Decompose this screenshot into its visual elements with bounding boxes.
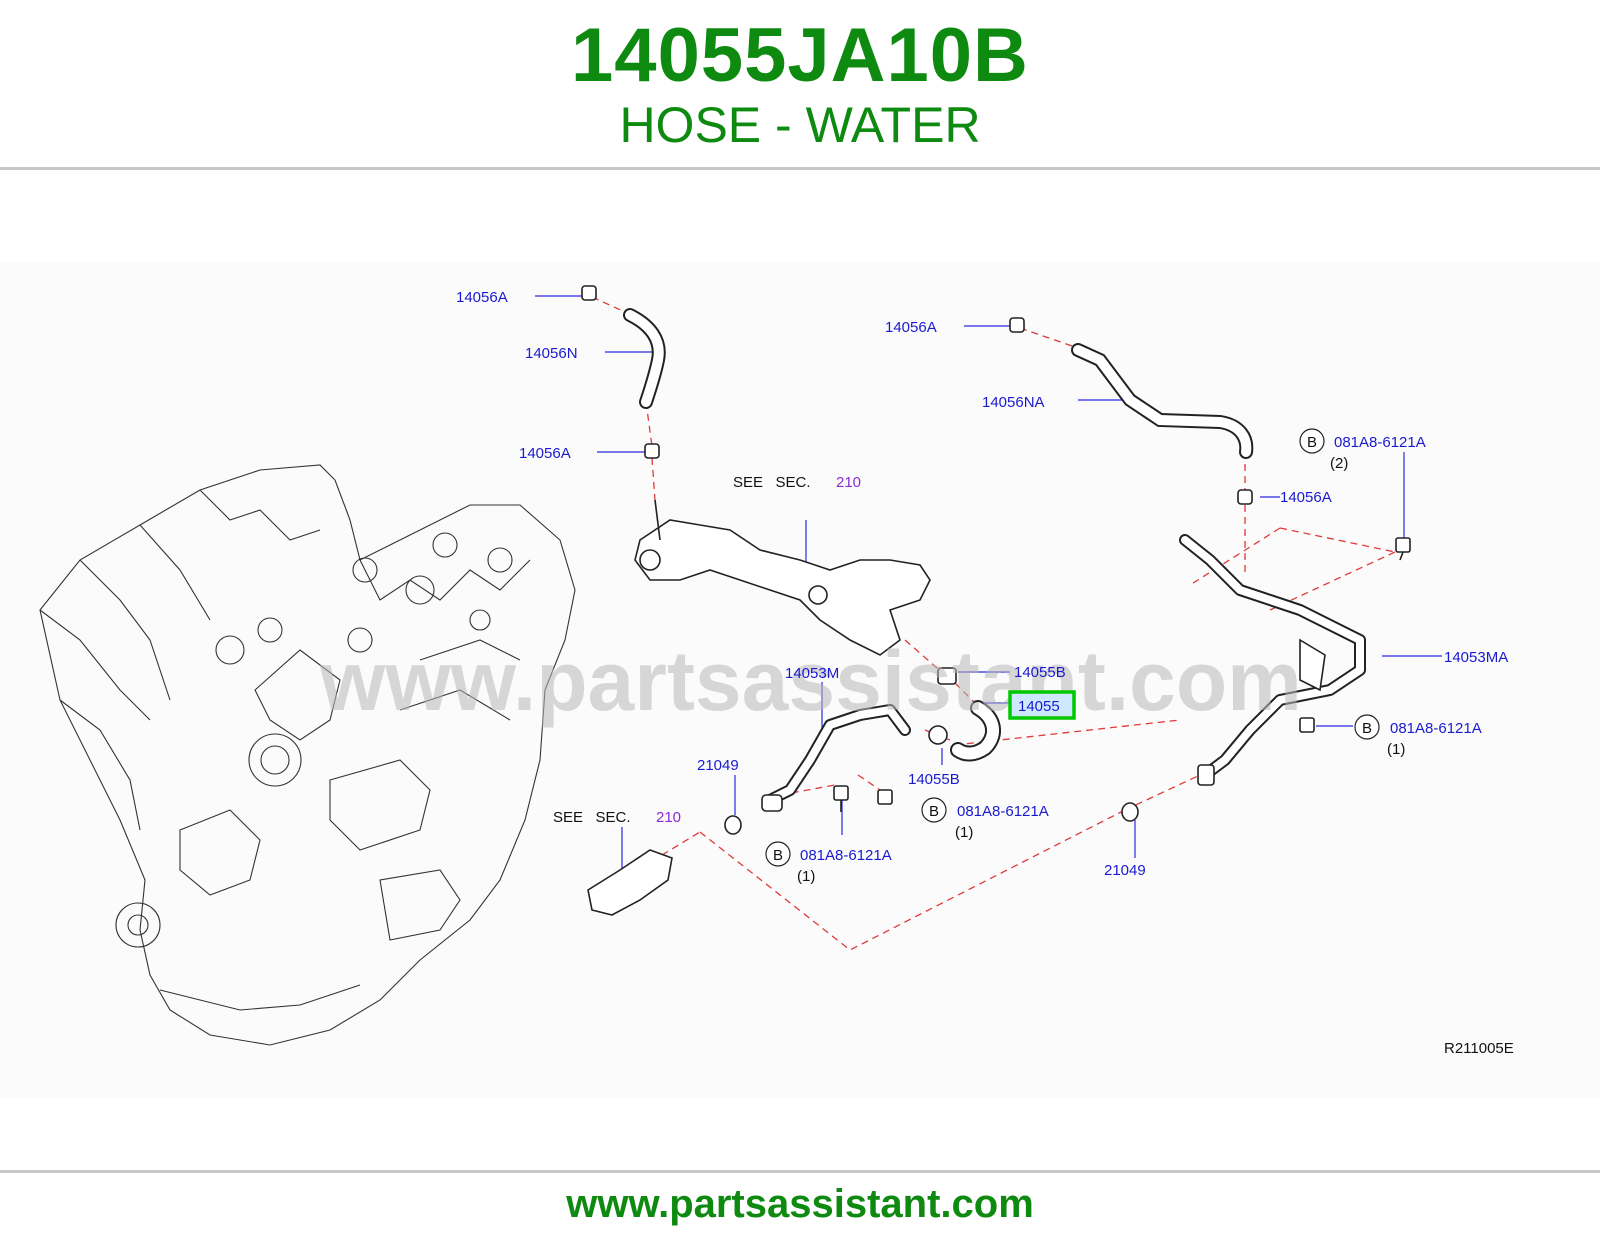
part-water-outlet-upper: [634, 499, 931, 656]
bolt-marker-center: B: [929, 803, 939, 820]
footer-url[interactable]: www.partsassistant.com: [566, 1182, 1034, 1226]
see-sec-upper: SEE SEC.: [733, 474, 811, 491]
part-pipe-14053m: [761, 704, 911, 812]
part-hose-14055: [950, 700, 1001, 762]
part-hose-14056n: [623, 308, 666, 409]
part-clamp-14056a-top-left: [581, 285, 597, 301]
label-14053ma: 14053MA: [1444, 649, 1508, 666]
bolt-marker-top-right: B: [1307, 434, 1317, 451]
part-hose-14056na: [1071, 343, 1254, 459]
label-081a8-center: 081A8-6121A: [957, 803, 1049, 820]
part-clamp-14056a-mid-right: [1237, 489, 1253, 505]
bolt-marker-circle-center: [921, 797, 947, 823]
label-21049-right: 21049: [1104, 862, 1146, 879]
label-21049-left: 21049: [697, 757, 739, 774]
label-14056na: 14056NA: [982, 394, 1045, 411]
label-14056a-mid-left: 14056A: [519, 445, 571, 462]
label-081a8-lower-left: 081A8-6121A: [800, 847, 892, 864]
part-clamp-14056a-top-right: [1009, 317, 1025, 333]
bolt-marker-lower-left: B: [773, 847, 783, 864]
qty-center: (1): [955, 824, 973, 841]
part-clamp-14056a-mid-left: [644, 443, 660, 459]
part-bolt-top-right: [1395, 537, 1411, 561]
bolt-marker-circle-lower-left: [765, 841, 791, 867]
section-ref-upper[interactable]: 210: [836, 474, 861, 491]
engine-block-drawing: [39, 464, 576, 1046]
callout-labels: 14056A 14056N 14056A SEE SEC. 210 14056A…: [456, 289, 1514, 1057]
qty-lower-left: (1): [797, 868, 815, 885]
label-14056a-top-right: 14056A: [885, 319, 937, 336]
part-oring-left: [724, 815, 742, 835]
header: 14055JA10B HOSE - WATER: [0, 0, 1600, 168]
label-081a8-top-right: 081A8-6121A: [1334, 434, 1426, 451]
label-14055b-upper: 14055B: [1014, 664, 1066, 681]
reference-code: R211005E: [1444, 1040, 1514, 1057]
label-14056n: 14056N: [525, 345, 578, 362]
bolt-marker-circle-right: [1354, 714, 1380, 740]
label-081a8-right: 081A8-6121A: [1390, 720, 1482, 737]
watermark: www.partsassistant.com: [319, 634, 1302, 728]
highlight-box-14055[interactable]: [1008, 690, 1076, 720]
label-14056a-mid-right: 14056A: [1280, 489, 1332, 506]
part-description: HOSE - WATER: [619, 97, 981, 153]
label-leaders: [535, 295, 1442, 875]
part-bolt-right: [1299, 717, 1315, 733]
footer-divider: [0, 1170, 1600, 1173]
part-oring-right: [1121, 802, 1139, 822]
section-ref-lower[interactable]: 210: [656, 809, 681, 826]
label-14055-highlighted[interactable]: 14055: [1018, 698, 1060, 715]
qty-right: (1): [1387, 741, 1405, 758]
label-14053m: 14053M: [785, 665, 839, 682]
part-number: 14055JA10B: [571, 13, 1029, 98]
qty-top-right: (2): [1330, 455, 1348, 472]
bolt-marker-right: B: [1362, 720, 1372, 737]
part-bolt-center: [877, 789, 893, 805]
header-divider: [0, 167, 1600, 170]
part-clamp-14055b-upper: [937, 667, 957, 685]
part-water-outlet-lower: [587, 849, 673, 916]
part-bolt-lower-left: [833, 785, 849, 812]
label-14055b-lower: 14055B: [908, 771, 960, 788]
part-clamp-14055b-lower: [928, 725, 948, 745]
part-pipe-14053ma: [1179, 534, 1366, 786]
see-sec-lower: SEE SEC.: [553, 809, 631, 826]
label-14056a-top-left: 14056A: [456, 289, 508, 306]
bolt-marker-circle-top-right: [1299, 428, 1325, 454]
